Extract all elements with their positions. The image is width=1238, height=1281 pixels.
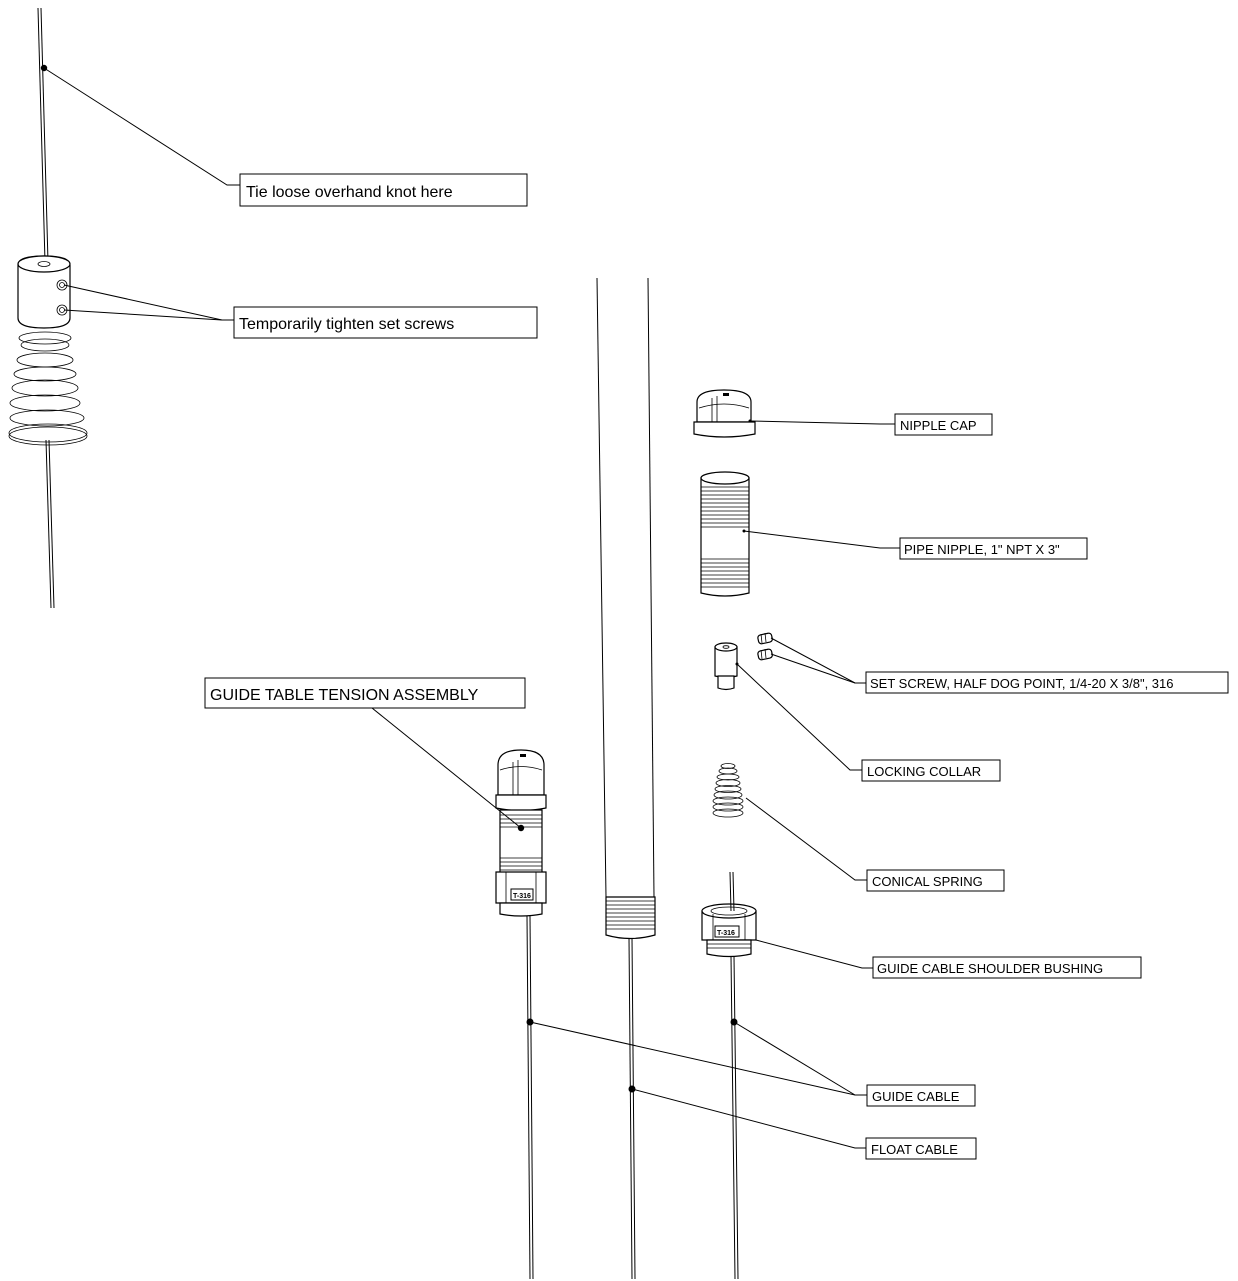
part-conical-spring xyxy=(712,763,744,818)
callout-set-screws-temp-text: Temporarily tighten set screws xyxy=(239,316,454,333)
stilling-pipe xyxy=(596,277,656,940)
callout-tie-knot: Tie loose overhand knot here xyxy=(239,173,528,207)
part-nipple-cap xyxy=(693,389,756,438)
callout-set-screw: SET SCREW, HALF DOG POINT, 1/4-20 X 3/8"… xyxy=(865,671,1229,694)
callout-conical-spring: CONICAL SPRING xyxy=(866,869,1005,892)
float-cable-line xyxy=(628,937,636,1280)
locking-collar-marker xyxy=(735,662,739,666)
callout-guide-table-assembly-text: GUIDE TABLE TENSION ASSEMBLY xyxy=(210,687,479,704)
callout-shoulder-bushing-text: GUIDE CABLE SHOULDER BUSHING xyxy=(877,961,1103,976)
callout-set-screw-text: SET SCREW, HALF DOG POINT, 1/4-20 X 3/8"… xyxy=(870,676,1173,691)
callout-set-screws-temp: Temporarily tighten set screws xyxy=(233,306,538,339)
callout-pipe-nipple: PIPE NIPPLE, 1" NPT X 3" xyxy=(899,537,1088,560)
left-detail-locking-collar xyxy=(17,255,71,329)
callout-nipple-cap: NIPPLE CAP xyxy=(894,413,993,436)
guide-cable-marker-right xyxy=(730,1018,738,1026)
callout-guide-cable: GUIDE CABLE xyxy=(866,1084,976,1107)
bushing-stamp-part: T-316 xyxy=(717,930,735,937)
pipe-nipple-marker xyxy=(742,529,746,533)
callout-shoulder-bushing: GUIDE CABLE SHOULDER BUSHING xyxy=(872,956,1142,979)
bushing-stamp-assembly: T-316 xyxy=(513,893,531,900)
part-set-screws xyxy=(757,632,773,661)
part-locking-collar xyxy=(714,642,738,691)
callout-guide-cable-text: GUIDE CABLE xyxy=(872,1089,960,1104)
callout-locking-collar-text: LOCKING COLLAR xyxy=(867,764,981,779)
callout-pipe-nipple-text: PIPE NIPPLE, 1" NPT X 3" xyxy=(904,542,1060,557)
callout-conical-spring-text: CONICAL SPRING xyxy=(872,874,983,889)
float-cable-marker xyxy=(628,1085,636,1093)
guide-table-tension-assembly: T-316 xyxy=(495,749,547,917)
callout-nipple-cap-text: NIPPLE CAP xyxy=(900,418,977,433)
left-detail-cable xyxy=(37,7,55,609)
part-pipe-nipple xyxy=(700,471,750,597)
guide-cable-left xyxy=(526,915,534,1280)
callout-guide-table-assembly: GUIDE TABLE TENSION ASSEMBLY xyxy=(204,677,526,709)
part-shoulder-bushing: T-316 xyxy=(701,903,757,958)
nipple-cap-marker xyxy=(748,419,752,423)
left-detail-conical-spring xyxy=(8,331,88,446)
callout-float-cable-text: FLOAT CABLE xyxy=(871,1142,958,1157)
callout-float-cable: FLOAT CABLE xyxy=(865,1137,977,1160)
callout-locking-collar: LOCKING COLLAR xyxy=(861,759,1001,782)
guide-cable-right xyxy=(729,871,739,1280)
guide-cable-marker-left xyxy=(526,1018,534,1026)
callout-tie-knot-text: Tie loose overhand knot here xyxy=(246,184,453,201)
